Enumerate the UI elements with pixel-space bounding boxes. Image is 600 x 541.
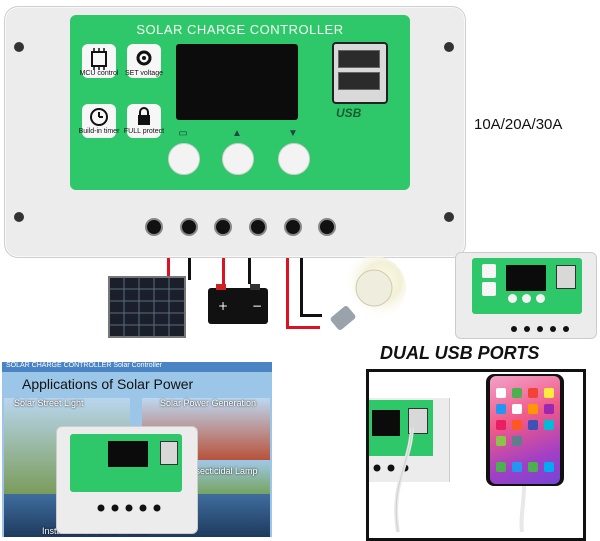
terminal-screw [249, 218, 267, 236]
applications-header-bar [2, 362, 272, 372]
caption-street-light: Solar Street Light [14, 398, 84, 408]
usb-cable [380, 424, 540, 534]
mounting-hole [444, 42, 454, 52]
timer-label: Build-in timer [78, 128, 120, 135]
usb-label: USB [336, 106, 362, 120]
triangle-up-icon: ▲ [232, 128, 242, 139]
wire [188, 258, 191, 280]
wire [167, 258, 170, 280]
app-controller-lcd [108, 441, 148, 467]
lcd-display [176, 44, 298, 120]
phone-app-grid [494, 386, 556, 476]
menu-button[interactable] [168, 143, 200, 175]
app-controller-terminals [96, 500, 166, 512]
usb-closeup-port [408, 408, 428, 434]
mini-button [508, 294, 517, 303]
mini-tile [482, 282, 496, 296]
full-protect-label: FULL protect [123, 128, 165, 135]
wire [286, 258, 289, 328]
terminal-screw [180, 218, 198, 236]
mini-tile [482, 264, 496, 278]
caption-insecticidal-lamp: Insecticidal Lamp [188, 466, 258, 476]
wire [300, 314, 322, 317]
current-rating: 10A/20A/30A [474, 116, 563, 133]
terminal-screw [145, 218, 163, 236]
terminal-screw [318, 218, 336, 236]
mounting-hole [444, 212, 454, 222]
terminal-screw [284, 218, 302, 236]
lock-icon [127, 104, 161, 138]
triangle-down-icon: ▼ [288, 128, 298, 139]
wire [222, 258, 225, 284]
mounting-hole [14, 42, 24, 52]
mini-button [536, 294, 545, 303]
mini-button [522, 294, 531, 303]
terminal-screw [214, 218, 232, 236]
dual-usb-heading: DUAL USB PORTS [380, 343, 540, 363]
up-button[interactable] [222, 143, 254, 175]
svg-text:+: + [218, 299, 228, 313]
controller-title: SOLAR CHARGE CONTROLLER [136, 22, 344, 37]
wire [286, 326, 320, 329]
svg-text:−: − [252, 299, 262, 313]
app-controller-usb [160, 441, 178, 465]
usb-port-2[interactable] [338, 72, 380, 90]
solar-panel-icon [108, 276, 186, 338]
chip-icon [82, 44, 116, 78]
applications-title: Applications of Solar Power [22, 376, 194, 392]
light-bulb-icon [312, 254, 412, 340]
down-button[interactable] [278, 143, 310, 175]
mini-usb-port [556, 265, 576, 289]
battery-icon: ▭ [178, 128, 188, 139]
clock-icon [82, 104, 116, 138]
applications-header: SOLAR CHARGE CONTROLLER Solar Controller [6, 362, 162, 369]
wire [248, 258, 251, 284]
mini-terminals [510, 320, 590, 332]
mcu-label: MCU control [79, 70, 119, 77]
mini-lcd [506, 265, 546, 291]
mounting-hole [14, 212, 24, 222]
usb-port-1[interactable] [338, 50, 380, 68]
set-voltage-label: SET voltage [124, 70, 163, 77]
caption-power-generation: Solar Power Generation [160, 398, 257, 408]
battery-pack-icon: +− [206, 282, 270, 326]
gear-icon [127, 44, 161, 78]
wire [300, 258, 303, 316]
usb-closeup-lcd [372, 410, 400, 436]
